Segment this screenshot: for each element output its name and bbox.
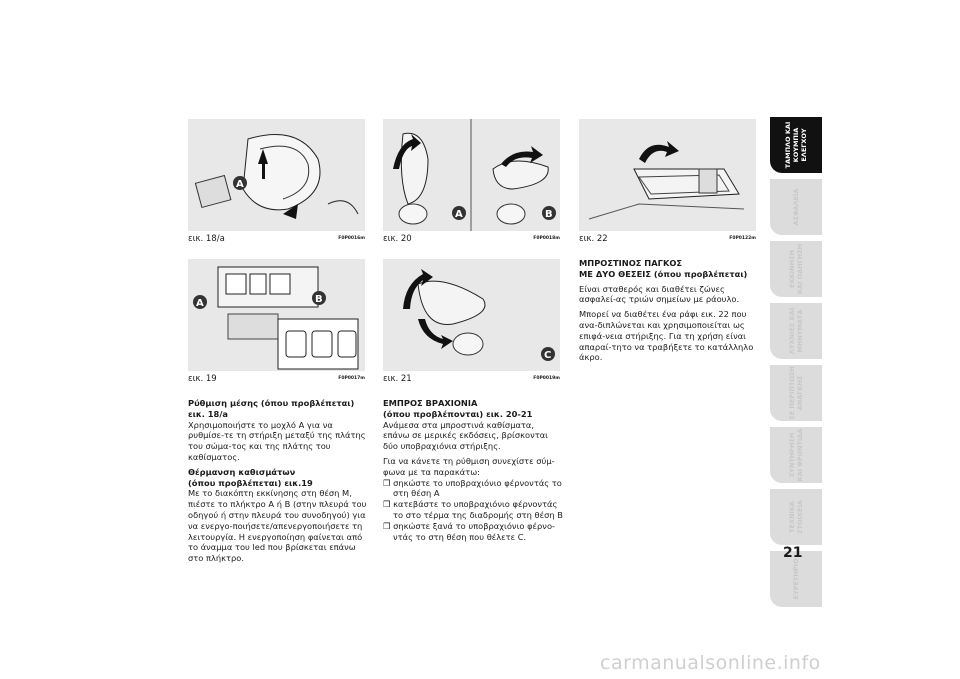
caption-text: εικ. 19 — [188, 374, 217, 384]
paragraph-adjust: Για να κάνετε τη ρύθμιση συνεχίστε σύμ-φ… — [383, 455, 555, 477]
figure-caption: εικ. 21 F0P0019m — [383, 374, 560, 386]
paragraph-armrests: Ανάμεσα στα μπροστινά καθίσματα, επάνω σ… — [383, 419, 548, 452]
figure-label: A — [236, 179, 244, 190]
heading-lumbar-ref: εικ. 18/a — [188, 408, 228, 419]
list-item: ❒ σηκώστε το υποβραχιόνιο φέρνοντάς το σ… — [383, 477, 562, 499]
page-number: 21 — [783, 545, 803, 561]
figure-label: B — [545, 209, 553, 220]
paragraph-bench: Είναι σταθερός και διαθέτει ζώνες ασφαλε… — [579, 283, 740, 305]
tab-label: ΛΥΧΝΙΕΣ ΚΑΙ ΜΗΝΥΜΑΤΑ — [788, 307, 804, 355]
tab-label: ΕΚΚΙΝΗΣΗ ΚΑΙ ΟΔΗΓΗΣΗ — [788, 243, 804, 295]
figure-code: F0P0016m — [338, 236, 365, 241]
column-armrests: ΕΜΠΡΟΣ ΒΡΑΧΙΟΝΙΑ (όπου προβλέπονται) εικ… — [383, 398, 563, 542]
list-item: ❒ κατεβάστε το υποβραχιόνιο φέρνοντάς το… — [383, 499, 563, 520]
section-tabs: ΤΑΜΠΛΟ ΚΑΙ ΚΟΥΜΠΙΑ ΕΛΕΓΧΟΥ ΑΣΦΑΛΕΙΑ ΕΚΚΙ… — [770, 117, 822, 613]
column-bench: ΜΠΡΟΣΤΙΝΟΣ ΠΑΓΚΟΣ ΜΕ ΔΥΟ ΘΕΣΕΙΣ (όπου πρ… — [579, 258, 759, 363]
figure-22 — [579, 119, 756, 231]
tab-dashboard-controls[interactable]: ΤΑΜΠΛΟ ΚΑΙ ΚΟΥΜΠΙΑ ΕΛΕΓΧΟΥ — [770, 117, 822, 173]
caption-text: εικ. 22 — [579, 234, 608, 244]
figure-code: F0P0017m — [338, 376, 365, 381]
caption-text: εικ. 21 — [383, 374, 412, 384]
paragraph-shelf: Μπορεί να διαθέτει ένα ράφι εικ. 22 που … — [579, 309, 754, 363]
figure-label: A — [196, 298, 204, 309]
tab-emergency[interactable]: ΣΕ ΠΕΡΙΠΤΩΣΗ ΑΝΑΓΚΗΣ — [770, 365, 822, 421]
tab-label: ΤΑΜΠΛΟ ΚΑΙ ΚΟΥΜΠΙΑ ΕΛΕΓΧΟΥ — [784, 121, 808, 169]
paragraph-lumbar: Χρησιμοποιήστε το μοχλό A για να ρυθμίσε… — [188, 419, 366, 462]
tab-label: ΣΥΝΤΗΡΗΣΗ ΚΑΙ ΦΡΟΝΤΙΔΑ — [788, 428, 804, 482]
caption-text: εικ. 20 — [383, 234, 412, 244]
heading-lumbar: Ρύθμιση μέσης (όπου προβλέπεται) — [188, 398, 355, 408]
figure-21: C — [383, 259, 560, 371]
tab-starting-driving[interactable]: ΕΚΚΙΝΗΣΗ ΚΑΙ ΟΔΗΓΗΣΗ — [770, 241, 822, 297]
figure-caption: εικ. 22 F0P0122m — [579, 234, 756, 246]
heading-bench: ΜΠΡΟΣΤΙΝΟΣ ΠΑΓΚΟΣ — [579, 258, 683, 268]
paragraph-heating: Με το διακόπτη εκκίνησης στη θέση M, πιέ… — [188, 488, 367, 564]
figure-code: F0P0019m — [533, 376, 560, 381]
tab-label: ΤΕΧΝΙΚΑ ΣΤΟΙΧΕΙΑ — [788, 500, 804, 534]
heading-heating-ref: (όπου προβλέπεται) εικ.19 — [188, 477, 313, 488]
armrest-adjust-illustration: C — [383, 259, 560, 371]
bench-shelf-illustration — [579, 119, 756, 231]
tab-technical-data[interactable]: ΤΕΧΝΙΚΑ ΣΤΟΙΧΕΙΑ — [770, 489, 822, 545]
tab-safety[interactable]: ΑΣΦΑΛΕΙΑ — [770, 179, 822, 235]
heading-armrests-ref: (όπου προβλέπονται) εικ. 20-21 — [383, 408, 533, 419]
figure-20: A B — [383, 119, 560, 231]
column-lumbar-heating: Ρύθμιση μέσης (όπου προβλέπεται) εικ. 18… — [188, 398, 368, 564]
armrest-illustration: A B — [383, 119, 560, 231]
caption-text: εικ. 18/a — [188, 234, 225, 244]
heading-armrests: ΕΜΠΡΟΣ ΒΡΑΧΙΟΝΙΑ — [383, 398, 478, 408]
figure-caption: εικ. 20 F0P0018m — [383, 234, 560, 246]
tab-maintenance[interactable]: ΣΥΝΤΗΡΗΣΗ ΚΑΙ ΦΡΟΝΤΙΔΑ — [770, 427, 822, 483]
figure-caption: εικ. 19 F0P0017m — [188, 374, 365, 386]
seat-heating-illustration: A B — [188, 259, 365, 371]
heading-bench-sub: ΜΕ ΔΥΟ ΘΕΣΕΙΣ (όπου προβλέπεται) — [579, 268, 748, 279]
figure-18a: A — [188, 119, 365, 231]
watermark: carmanualsonline.info — [600, 652, 821, 674]
figure-code: F0P0122m — [729, 236, 756, 241]
seat-lumbar-illustration: A — [188, 119, 365, 231]
tab-warning-lights[interactable]: ΛΥΧΝΙΕΣ ΚΑΙ ΜΗΝΥΜΑΤΑ — [770, 303, 822, 359]
figure-code: F0P0018m — [533, 236, 560, 241]
figure-label: C — [544, 350, 551, 361]
figure-label: A — [455, 209, 463, 220]
figure-caption: εικ. 18/a F0P0016m — [188, 234, 365, 246]
tab-label: ΣΕ ΠΕΡΙΠΤΩΣΗ ΑΝΑΓΚΗΣ — [788, 366, 804, 420]
tab-label: ΕΥΡΕΤΗΡΙΟ — [792, 558, 800, 600]
list-item: ❒ σηκώστε ξανά το υποβραχιόνιο φέρνο-ντά… — [383, 520, 556, 542]
heading-heating: Θέρμανση καθισμάτων — [188, 466, 296, 477]
figure-label: B — [315, 294, 323, 305]
figure-19: A B — [188, 259, 365, 371]
tab-label: ΑΣΦΑΛΕΙΑ — [792, 188, 800, 226]
tab-index[interactable]: ΕΥΡΕΤΗΡΙΟ — [770, 551, 822, 607]
